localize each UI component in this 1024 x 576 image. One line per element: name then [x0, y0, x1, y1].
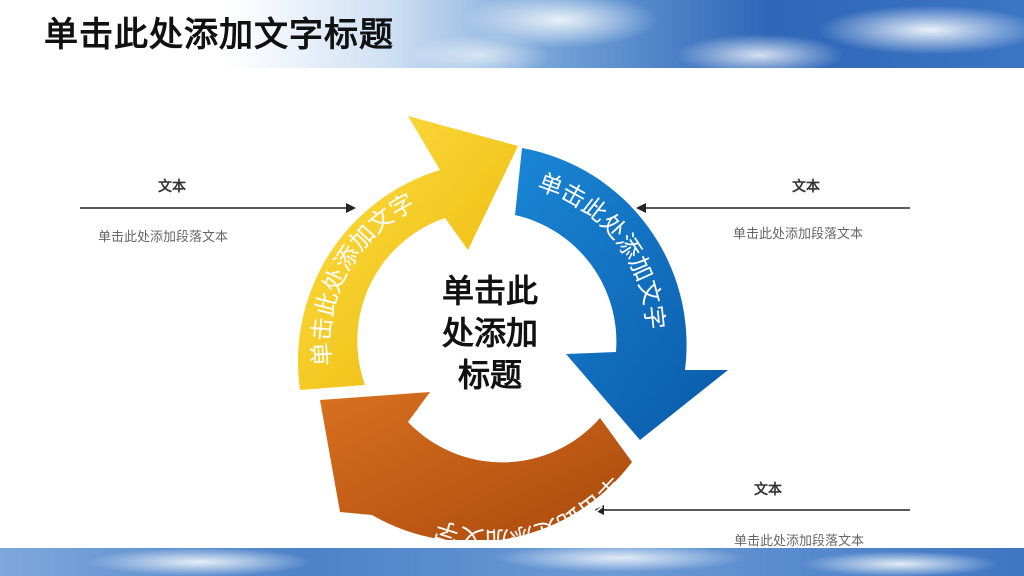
cycle-segment-yellow[interactable]: [297, 116, 518, 390]
callout-left-title[interactable]: 文本: [158, 179, 186, 195]
callout-right-top-text[interactable]: 单击此处添加段落文本: [733, 227, 864, 242]
cycle-segment-blue[interactable]: [515, 148, 728, 440]
header-sky-banner: [0, 0, 1024, 68]
callout-right-bottom-text[interactable]: 单击此处添加段落文本: [734, 534, 865, 549]
callout-left-text[interactable]: 单击此处添加段落文本: [98, 230, 229, 245]
footer-sky-banner: [0, 548, 1024, 576]
callout-right-bottom-title[interactable]: 文本: [754, 482, 782, 498]
center-title-line: 标题: [457, 356, 522, 394]
cycle-diagram: 单击此处添加文字 单击此处添加文字 单击此处添加文字: [297, 116, 728, 540]
center-title-line: 单击此: [441, 272, 538, 310]
slide-title[interactable]: 单击此处添加文字标题: [44, 15, 394, 55]
cycle-segment-orange[interactable]: [320, 392, 632, 540]
callout-right-top-title[interactable]: 文本: [792, 179, 820, 195]
center-title-line: 处添加: [441, 314, 538, 352]
callout-right-bottom-arrow: [594, 505, 910, 515]
callout-right-top-arrow: [636, 203, 910, 213]
callout-left-arrow: [80, 203, 356, 213]
cycle-center-title[interactable]: 单击此 处添加 标题: [420, 270, 560, 396]
